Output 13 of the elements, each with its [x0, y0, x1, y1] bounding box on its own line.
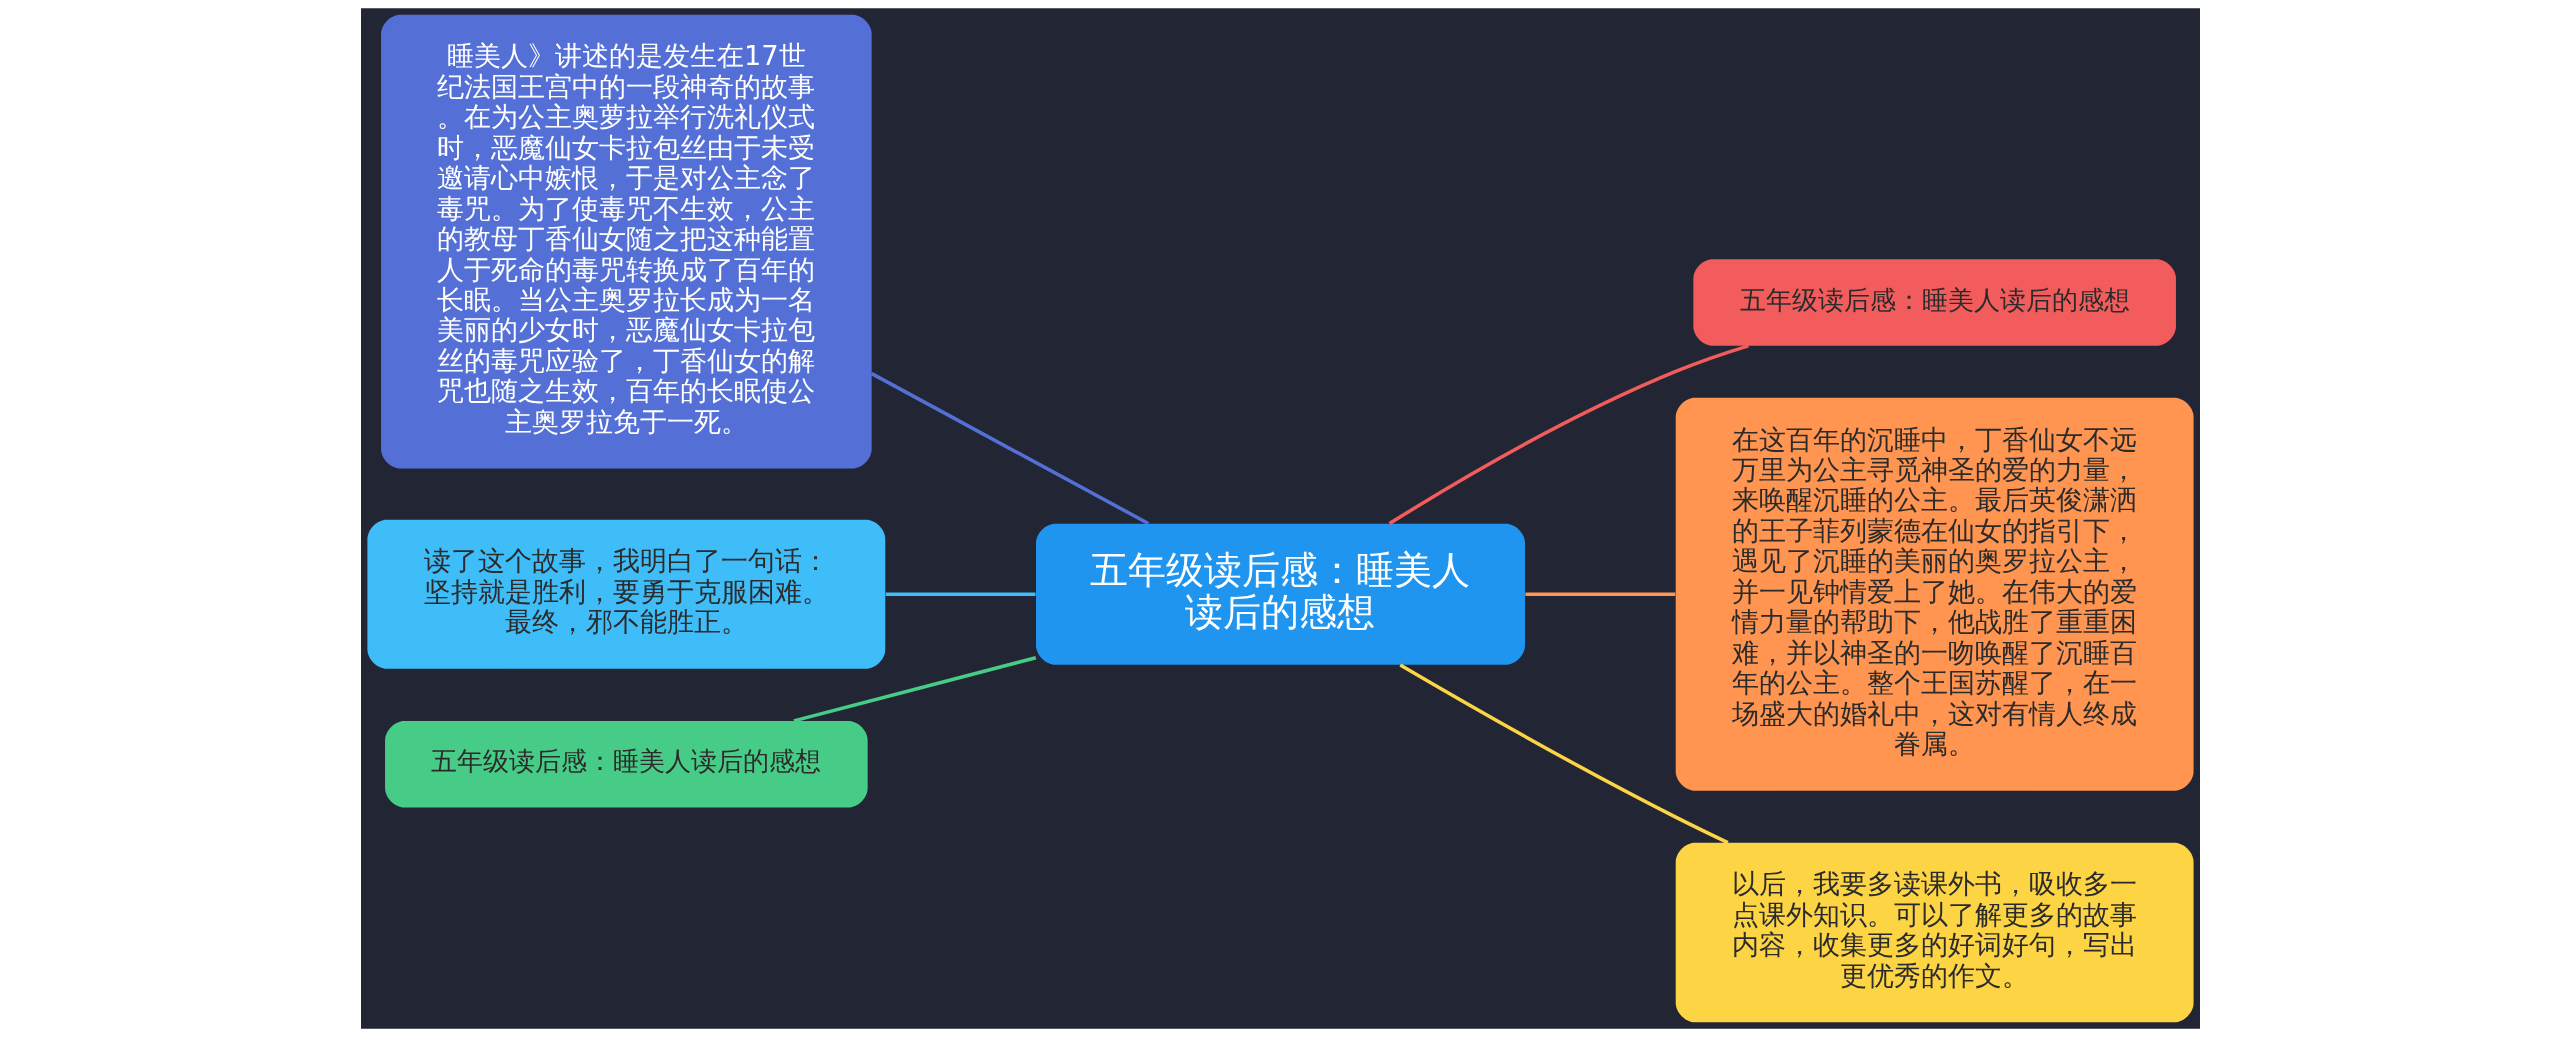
- node-box: 五年级读后感：睡美人读后的感想: [384, 720, 868, 808]
- connector: [1398, 663, 1729, 845]
- node-box: 五年级读后感：睡美人读后的感想: [1692, 259, 2176, 346]
- node-box: 睡美人》讲述的是发生在17世纪法国王宫中的一段神奇的故事。在为公主奥萝拉举行洗礼仪式时，恶魔仙女卡拉包丝由于未受邀请心中嫉恨，于是对公主念了毒咒。为了使毒咒不生效，公主的教母丁香仙女随之把这种能置人于死命的毒咒转换成了百年的长眠。当公主奥罗拉长成为一名美丽的少女时，恶魔仙女卡拉包丝的毒咒应验了，丁香仙女的解咒也随之生效，百年的长眠使公主奥罗拉免于一死。: [380, 14, 872, 469]
- connector: [792, 656, 1036, 723]
- connector: [1524, 592, 1675, 597]
- connector: [885, 592, 1035, 597]
- node-box: 在这百年的沉睡中，丁香仙女不远万里为公主寻觅神圣的爱的力量，来唤醒沉睡的公主。最后英俊潇洒的王子菲列蒙德在仙女的指引下，遇见了沉睡的美丽的奥罗拉公主，并一见钟情爱上了她。在伟大的爱情力量的帮助下，他战胜了重重困难，并以神圣的一吻唤醒了沉睡百年的公主。整个王国苏醒了，在一场盛大的婚礼中，这对有情人终成眷属。: [1675, 397, 2194, 791]
- node-box: 读了这个故事，我明白了一句话：坚持就是胜利，要勇于克服困难。最终，邪不能胜正。: [366, 519, 885, 669]
- connector: [870, 372, 1149, 526]
- connector: [1388, 344, 1749, 526]
- node-box: 五年级读后感：睡美人读后的感想: [1035, 523, 1525, 665]
- node-box: 以后，我要多读课外书，吸收多一点课外知识。可以了解更多的故事内容，收集更多的好词好句，写出更优秀的作文。: [1675, 842, 2194, 1023]
